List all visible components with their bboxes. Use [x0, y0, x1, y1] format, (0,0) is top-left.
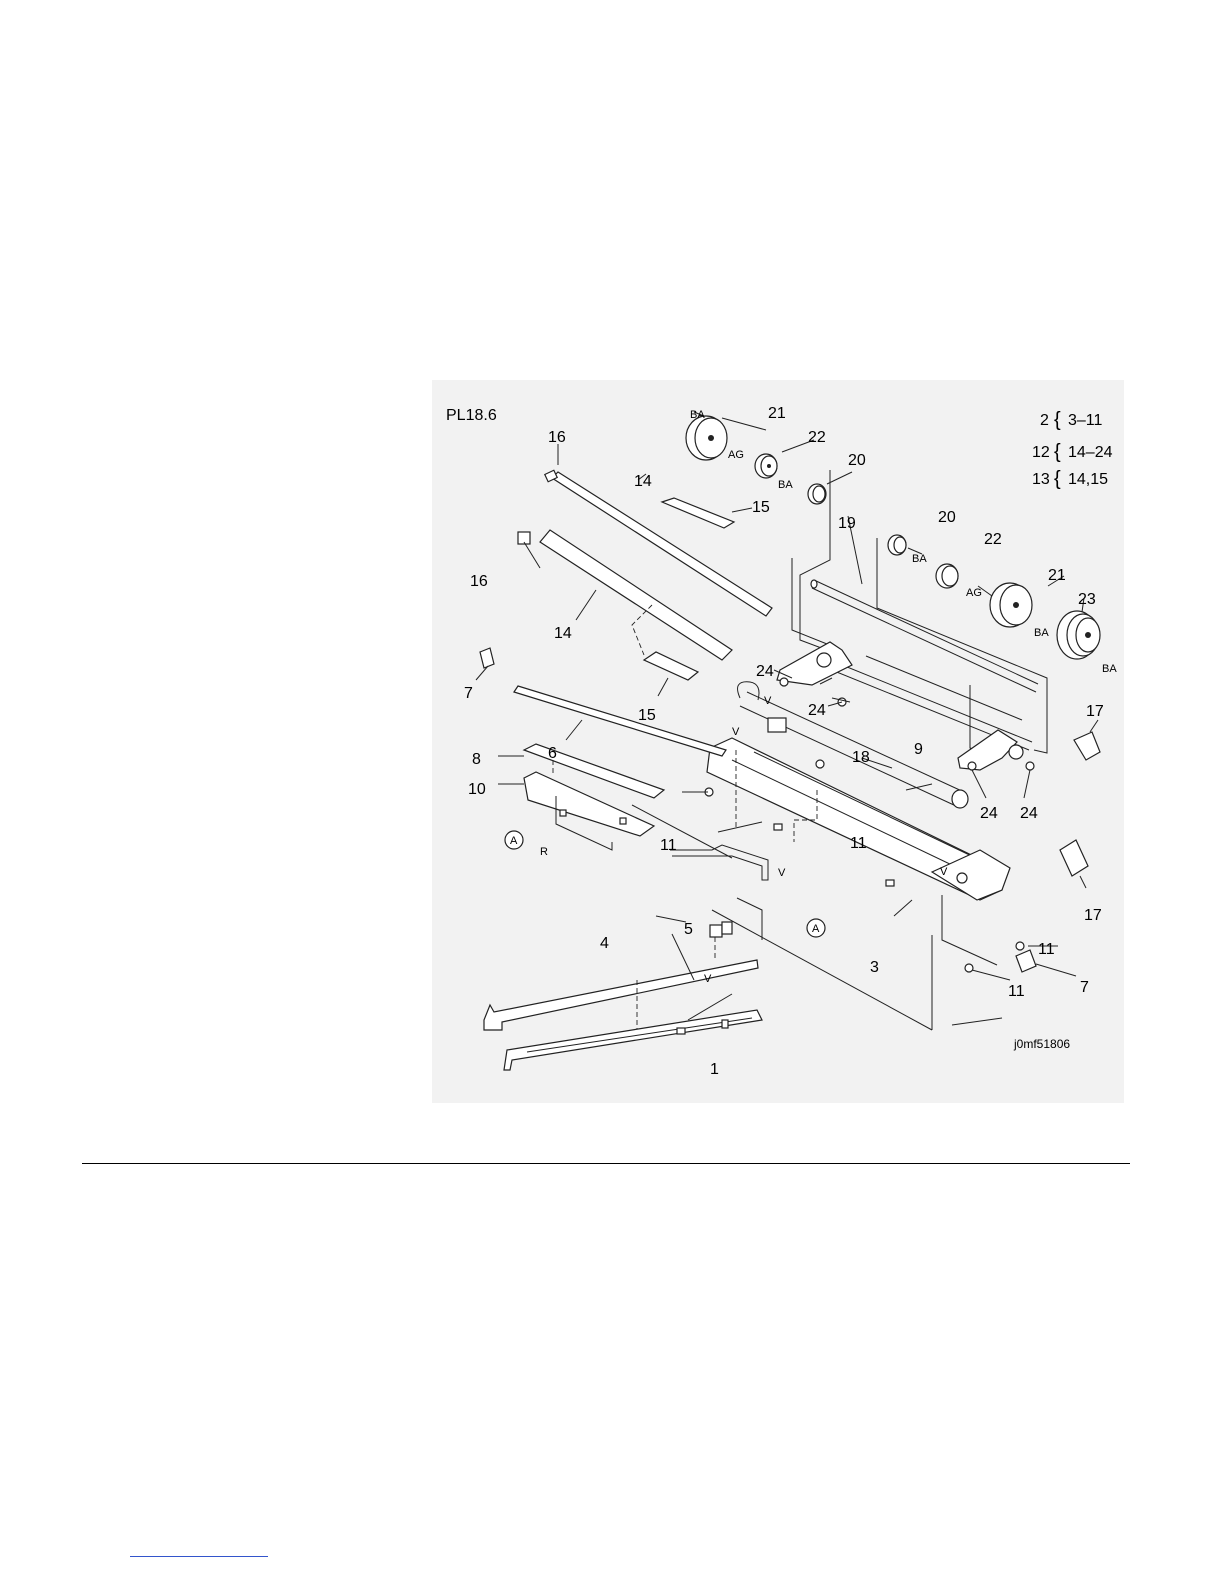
- callout-24: 24: [808, 702, 826, 719]
- callout-6: 6: [548, 745, 557, 762]
- legend-number: 2: [1040, 412, 1049, 429]
- callout-11: 11: [660, 837, 677, 854]
- callout-11: 11: [850, 835, 867, 852]
- callout-9: 9: [914, 741, 923, 758]
- callout-1: 1: [710, 1061, 719, 1078]
- gear-23: [1057, 611, 1100, 659]
- callout-14: 14: [634, 473, 652, 490]
- assembly-legend: 2 { 3–11 12 { 14–24 13 { 14,15: [1032, 409, 1113, 490]
- callout-17: 17: [1086, 703, 1104, 720]
- callout-7: 7: [1080, 979, 1089, 996]
- exploded-view-drawing: PL18.6 j0mf51806 2 { 3–11 12 { 14–24 13 …: [432, 380, 1124, 1103]
- callout-5: 5: [684, 921, 693, 938]
- code-ba: BA: [690, 409, 705, 421]
- code-v: V: [704, 973, 712, 985]
- figure-code: j0mf51806: [1013, 1037, 1070, 1051]
- rod-14-top: [552, 472, 772, 616]
- leader-lines: [476, 412, 1098, 1020]
- bracket-4: [484, 960, 758, 1040]
- brace-glyph: {: [1054, 441, 1061, 463]
- callout-20: 20: [848, 452, 866, 469]
- callout-19: 19: [838, 515, 856, 532]
- callout-24: 24: [756, 663, 774, 680]
- callout-4: 4: [600, 935, 609, 952]
- pad-15-top: [662, 498, 734, 528]
- gear-22-top: [755, 454, 777, 478]
- callout-11: 11: [1038, 941, 1055, 958]
- gear-20-right: [888, 535, 906, 555]
- callout-17: 17: [1084, 907, 1102, 924]
- callout-23: 23: [1078, 591, 1096, 608]
- legend-number: 13: [1032, 471, 1050, 488]
- callout-16: 16: [548, 429, 566, 446]
- clip-17-lower: [1060, 840, 1088, 876]
- callout-3: 3: [870, 959, 879, 976]
- callout-15: 15: [752, 499, 770, 516]
- legend-range: 14,15: [1068, 471, 1108, 488]
- plate-id: PL18.6: [446, 407, 497, 424]
- callout-15: 15: [638, 707, 656, 724]
- callout-18: 18: [852, 749, 870, 766]
- pad-15-lower: [644, 652, 698, 680]
- callout-24: 24: [1020, 805, 1038, 822]
- gear-21-right: [990, 583, 1032, 627]
- callout-14: 14: [554, 625, 572, 642]
- brace-glyph: {: [1054, 409, 1061, 431]
- horizontal-rule: [82, 1163, 1130, 1164]
- rail-1: [504, 1010, 762, 1070]
- gear-21-top: [686, 416, 727, 460]
- code-ba: BA: [912, 553, 927, 565]
- code-v: V: [940, 866, 948, 878]
- gear-20-top: [808, 484, 826, 504]
- clip-7-left: [480, 648, 494, 668]
- code-r: R: [540, 846, 548, 858]
- code-a: A: [510, 835, 518, 847]
- legend-range: 14–24: [1068, 444, 1113, 461]
- code-ag: AG: [966, 587, 982, 599]
- callout-21: 21: [768, 405, 786, 422]
- callout-22: 22: [984, 531, 1002, 548]
- callout-7: 7: [464, 685, 473, 702]
- code-ba: BA: [1102, 663, 1117, 675]
- footer-link-underline[interactable]: [130, 1556, 268, 1557]
- legend-range: 3–11: [1068, 412, 1103, 429]
- callout-20: 20: [938, 509, 956, 526]
- code-v: V: [764, 695, 772, 707]
- gear-22-right: [936, 564, 958, 588]
- callout-10: 10: [468, 781, 486, 798]
- code-ba: BA: [778, 479, 793, 491]
- parts-diagram: PL18.6 j0mf51806 2 { 3–11 12 { 14–24 13 …: [432, 380, 1124, 1103]
- code-ba: BA: [1034, 627, 1049, 639]
- rod-6: [514, 686, 726, 756]
- legend-number: 12: [1032, 444, 1050, 461]
- connector-5: [710, 922, 732, 937]
- code-v: V: [778, 867, 786, 879]
- callout-24: 24: [980, 805, 998, 822]
- code-a: A: [812, 923, 820, 935]
- brace-glyph: {: [1054, 468, 1061, 490]
- callout-8: 8: [472, 751, 481, 768]
- callout-21: 21: [1048, 567, 1066, 584]
- callout-16: 16: [470, 573, 488, 590]
- clip-17-upper: [1074, 732, 1100, 760]
- clip-7-right: [1016, 950, 1036, 972]
- callout-22: 22: [808, 429, 826, 446]
- callout-11: 11: [1008, 983, 1025, 1000]
- code-v: V: [732, 726, 740, 738]
- code-ag: AG: [728, 449, 744, 461]
